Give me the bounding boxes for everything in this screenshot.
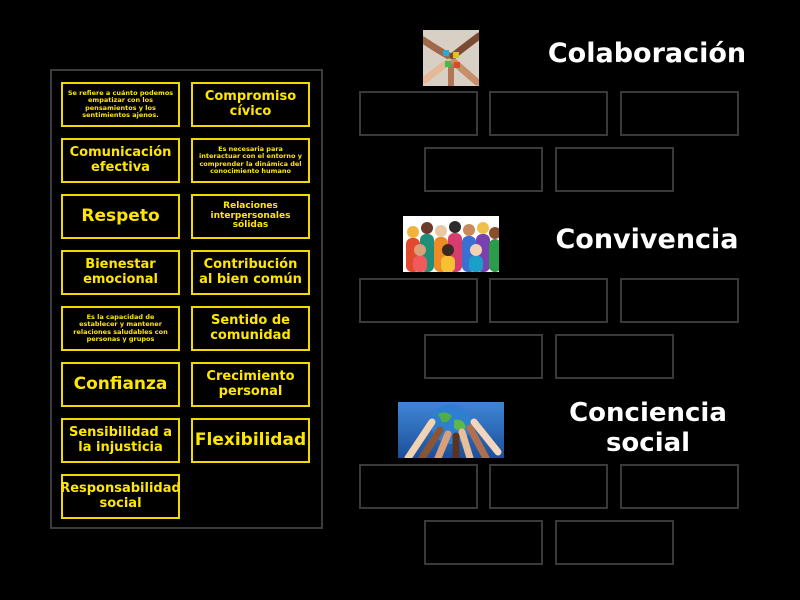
- answer-tile[interactable]: Compromiso cívico: [191, 82, 310, 127]
- drop-slot[interactable]: [424, 520, 543, 565]
- drop-slot[interactable]: [555, 520, 674, 565]
- drop-slot[interactable]: [424, 147, 543, 192]
- answer-tile[interactable]: Es la capacidad de establecer y mantener…: [61, 306, 180, 351]
- answer-tile[interactable]: Sensibilidad a la injusticia: [61, 418, 180, 463]
- answer-tile[interactable]: Es necesaria para interactuar con el ent…: [191, 138, 310, 183]
- answer-tile[interactable]: Respeto: [61, 194, 180, 239]
- answer-tile[interactable]: Comunicación efectiva: [61, 138, 180, 183]
- answer-tile[interactable]: Bienestar emocional: [61, 250, 180, 295]
- drop-slot[interactable]: [359, 464, 478, 509]
- drop-slot[interactable]: [555, 334, 674, 379]
- answer-tile[interactable]: Sentido de comunidad: [191, 306, 310, 351]
- answer-tile[interactable]: Crecimiento personal: [191, 362, 310, 407]
- answer-tile[interactable]: Relaciones interpersonales sólidas: [191, 194, 310, 239]
- drop-slot[interactable]: [555, 147, 674, 192]
- drop-slot[interactable]: [489, 91, 608, 136]
- drop-slot[interactable]: [620, 91, 739, 136]
- drop-slot[interactable]: [620, 464, 739, 509]
- hands-puzzle-pieces-image: [423, 30, 479, 86]
- answer-tile[interactable]: Contribución al bien común: [191, 250, 310, 295]
- drop-slot[interactable]: [424, 334, 543, 379]
- answer-tile[interactable]: Se refiere a cuánto podemos empatizar co…: [61, 82, 180, 127]
- drop-slot[interactable]: [359, 278, 478, 323]
- group-heading: Convivencia: [555, 224, 739, 255]
- answer-tile[interactable]: Confianza: [61, 362, 180, 407]
- drop-slot[interactable]: [489, 278, 608, 323]
- drop-slot[interactable]: [489, 464, 608, 509]
- hands-around-globe-image: [398, 402, 504, 458]
- answer-tile[interactable]: Responsabilidad social: [60, 474, 181, 519]
- diverse-crowd-image: [403, 216, 499, 272]
- drop-slot[interactable]: [620, 278, 739, 323]
- group-heading: Colaboración: [547, 38, 747, 69]
- answer-tile[interactable]: Flexibilidad: [191, 418, 310, 463]
- group-heading: Conciencia social: [569, 398, 727, 458]
- drop-slot[interactable]: [359, 91, 478, 136]
